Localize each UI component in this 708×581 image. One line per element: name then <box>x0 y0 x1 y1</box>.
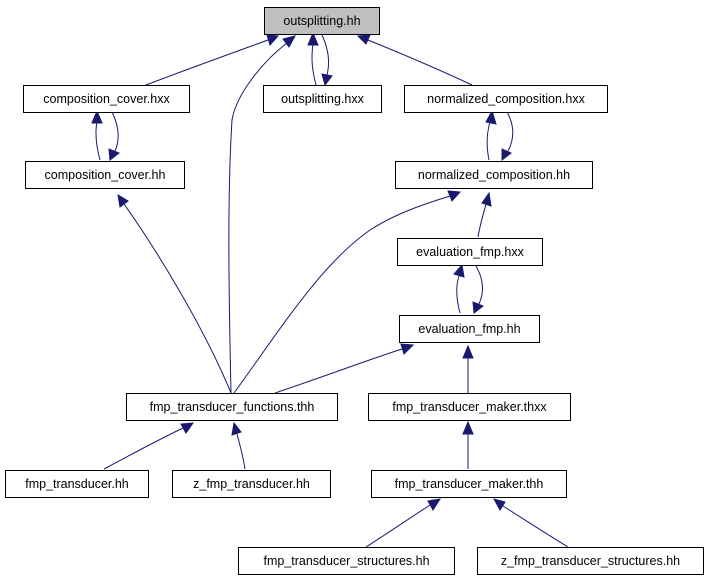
node-label: evaluation_fmp.hh <box>418 322 520 336</box>
dependency-nodes: outsplitting.hh composition_cover.hxx ou… <box>5 7 704 575</box>
edge-composition-cover-hh-to-composition-cover-hxx <box>91 109 103 161</box>
edge-evaluation-fmp-hxx-to-normalized-composition-hh <box>477 191 492 238</box>
dependency-edges <box>91 31 569 548</box>
edge-fmp-transducer-hh-to-fmp-transducer-functions-thh <box>103 422 195 470</box>
edge-normalized-composition-hxx-to-outsplitting-hh <box>356 34 473 86</box>
edge-fmp-transducer-functions-thh-to-evaluation-fmp-hh <box>274 343 415 394</box>
node-label: z_fmp_transducer_structures.hh <box>501 554 680 568</box>
node-label: outsplitting.hh <box>283 14 360 28</box>
node-label: composition_cover.hh <box>45 168 166 182</box>
node-normalized-composition-hh[interactable]: normalized_composition.hh <box>395 161 593 189</box>
node-fmp-transducer-structures-hh[interactable]: fmp_transducer_structures.hh <box>238 547 455 575</box>
node-composition-cover-hh[interactable]: composition_cover.hh <box>25 161 185 189</box>
node-label: fmp_transducer_maker.thh <box>395 477 544 491</box>
node-label: composition_cover.hxx <box>43 92 170 106</box>
node-label: normalized_composition.hxx <box>427 92 585 106</box>
node-label: z_fmp_transducer.hh <box>193 477 310 491</box>
node-label: evaluation_fmp.hxx <box>416 245 524 259</box>
node-outsplitting-hh[interactable]: outsplitting.hh <box>264 7 380 35</box>
node-fmp-transducer-maker-thxx[interactable]: fmp_transducer_maker.thxx <box>368 393 571 421</box>
node-fmp-transducer-functions-thh[interactable]: fmp_transducer_functions.thh <box>126 393 338 421</box>
node-evaluation-fmp-hh[interactable]: evaluation_fmp.hh <box>399 315 540 343</box>
edge-z-fmp-transducer-structures-hh-to-fmp-transducer-maker-thh <box>492 498 569 548</box>
edge-normalized-composition-hh-to-normalized-composition-hxx <box>485 109 497 161</box>
node-label: fmp_transducer_functions.thh <box>150 400 315 414</box>
node-label: fmp_transducer.hh <box>25 477 129 491</box>
edge-composition-cover-hxx-to-outsplitting-hh <box>145 34 280 86</box>
node-label: fmp_transducer_maker.thxx <box>392 400 547 414</box>
node-outsplitting-hxx[interactable]: outsplitting.hxx <box>263 85 382 113</box>
node-fmp-transducer-maker-thh[interactable]: fmp_transducer_maker.thh <box>371 470 567 498</box>
edge-normalized-composition-hxx-to-normalized-composition-hh <box>501 111 514 162</box>
edge-fmp-transducer-functions-thh-to-normalized-composition-hh <box>233 190 462 394</box>
edge-fmp-transducer-functions-thh-to-composition-cover-hh <box>117 194 232 394</box>
node-z-fmp-transducer-hh[interactable]: z_fmp_transducer.hh <box>172 470 331 498</box>
edge-composition-cover-hxx-to-composition-cover-hh <box>108 111 120 161</box>
edge-fmp-transducer-functions-thh-to-outsplitting-hh <box>228 35 296 394</box>
edge-outsplitting-hxx-to-outsplitting-hh <box>307 31 319 86</box>
node-label: outsplitting.hxx <box>281 92 364 106</box>
edge-outsplitting-hh-to-outsplitting-hxx <box>321 34 333 87</box>
node-label: normalized_composition.hh <box>418 168 570 182</box>
node-label: fmp_transducer_structures.hh <box>263 554 429 568</box>
node-composition-cover-hxx[interactable]: composition_cover.hxx <box>23 85 190 113</box>
node-evaluation-fmp-hxx[interactable]: evaluation_fmp.hxx <box>397 238 543 266</box>
edge-fmp-transducer-structures-hh-to-fmp-transducer-maker-thh <box>365 498 442 548</box>
edge-evaluation-fmp-hxx-to-evaluation-fmp-hh <box>472 265 484 314</box>
node-fmp-transducer-hh[interactable]: fmp_transducer.hh <box>5 470 149 498</box>
edge-z-fmp-transducer-hh-to-fmp-transducer-functions-thh <box>231 421 246 470</box>
edge-fmp-transducer-maker-thxx-to-evaluation-fmp-hh <box>462 344 474 393</box>
edge-fmp-transducer-maker-thh-to-fmp-transducer-maker-thxx <box>462 420 474 469</box>
node-z-fmp-transducer-structures-hh[interactable]: z_fmp_transducer_structures.hh <box>477 547 704 575</box>
edge-evaluation-fmp-hh-to-evaluation-fmp-hxx <box>453 263 465 314</box>
node-normalized-composition-hxx[interactable]: normalized_composition.hxx <box>404 85 608 113</box>
